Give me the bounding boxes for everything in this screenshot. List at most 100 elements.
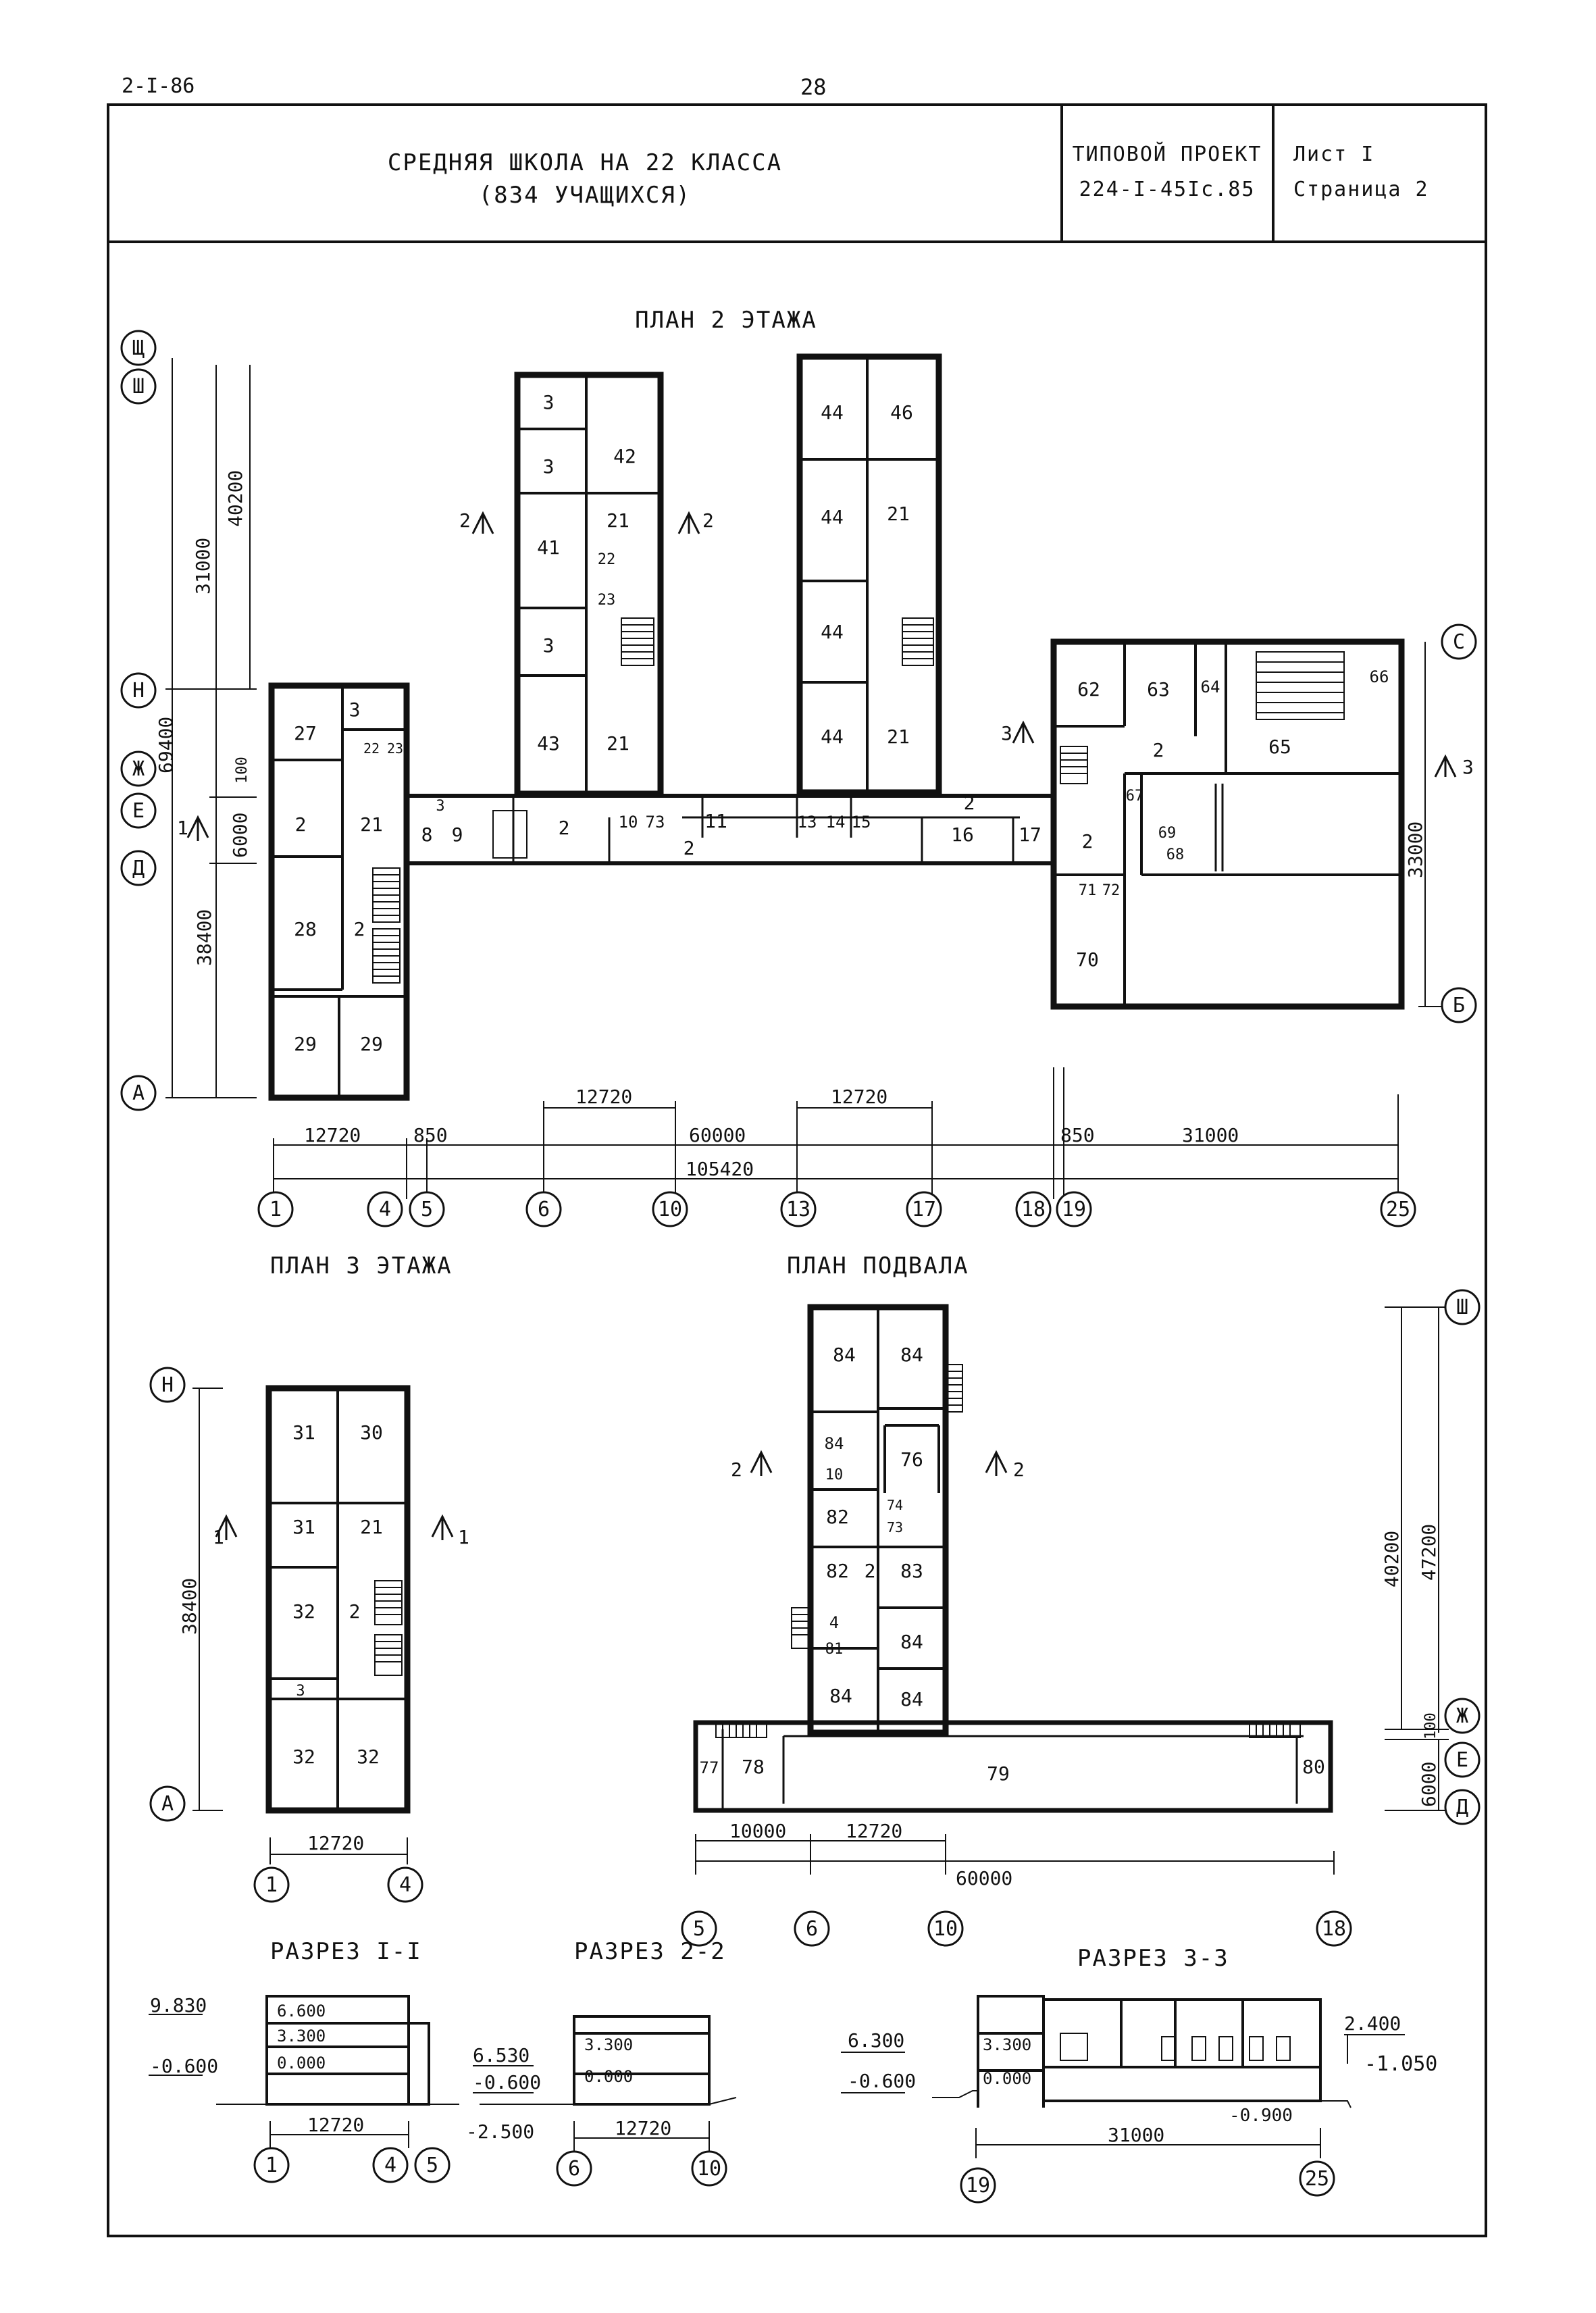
svg-text:Д: Д	[132, 857, 145, 880]
svg-text:12720: 12720	[575, 1086, 632, 1108]
svg-text:82: 82	[826, 1506, 849, 1528]
svg-text:21: 21	[360, 813, 383, 836]
svg-text:2: 2	[702, 509, 714, 532]
svg-text:44: 44	[821, 506, 844, 528]
svg-text:850: 850	[1060, 1124, 1095, 1146]
svg-text:23: 23	[598, 592, 616, 609]
svg-text:44: 44	[821, 401, 844, 424]
svg-text:84: 84	[825, 1434, 844, 1453]
svg-text:3: 3	[543, 391, 555, 413]
svg-text:42: 42	[613, 445, 636, 467]
svg-text:Д: Д	[1456, 1796, 1468, 1819]
svg-text:84: 84	[833, 1344, 856, 1366]
svg-text:-1.050: -1.050	[1364, 2052, 1437, 2076]
floor2-room-labels: 27 3 22 23 2 21 28 2 29 29 3 3 42 41 21 …	[294, 391, 1389, 1055]
svg-text:71: 71	[1079, 882, 1097, 899]
svg-text:18: 18	[1322, 1917, 1346, 1941]
svg-text:1: 1	[265, 2154, 278, 2177]
svg-text:29: 29	[360, 1033, 383, 1055]
svg-text:Е: Е	[1456, 1748, 1468, 1772]
svg-text:6000: 6000	[229, 813, 251, 858]
svg-text:69400: 69400	[155, 717, 177, 773]
basement-room-labels: 84 84 84 10 76 82 74 73 82 2 83 4 81 84 …	[700, 1344, 1325, 1785]
svg-text:16: 16	[951, 823, 974, 846]
svg-text:46: 46	[890, 401, 913, 424]
title-line2: (834 УЧАЩИХСЯ)	[479, 182, 692, 209]
svg-text:8: 8	[421, 823, 433, 846]
svg-text:31000: 31000	[1108, 2124, 1164, 2146]
svg-text:А: А	[132, 1082, 145, 1105]
svg-text:-0.900: -0.900	[1229, 2106, 1293, 2126]
svg-text:84: 84	[900, 1631, 923, 1653]
svg-text:6.600: 6.600	[277, 2002, 326, 2020]
svg-text:4: 4	[399, 1873, 411, 1897]
svg-text:12720: 12720	[307, 1832, 364, 1854]
svg-text:32: 32	[357, 1746, 380, 1768]
svg-text:Н: Н	[161, 1373, 174, 1397]
svg-text:38400: 38400	[178, 1578, 201, 1635]
svg-text:3: 3	[1001, 722, 1012, 744]
svg-text:Ж: Ж	[132, 757, 145, 781]
floor2-title: ПЛАН 2 ЭТАЖА	[635, 307, 817, 334]
svg-text:3: 3	[296, 1683, 305, 1700]
section-2-drawing	[473, 2015, 737, 2152]
svg-text:100: 100	[1422, 1712, 1439, 1739]
svg-text:68: 68	[1166, 846, 1185, 863]
svg-text:1: 1	[213, 1526, 224, 1548]
svg-text:10: 10	[697, 2157, 721, 2181]
basement-dims: 2 2 10000 12720 60000 40200 47200 100 60…	[729, 1458, 1440, 1889]
svg-text:25: 25	[1305, 2167, 1329, 2191]
svg-text:12720: 12720	[304, 1124, 361, 1146]
page-number: 28	[800, 74, 827, 100]
svg-text:9: 9	[452, 823, 463, 846]
svg-text:Щ: Щ	[132, 336, 145, 360]
svg-text:2: 2	[1013, 1458, 1025, 1481]
wing-a-outline	[514, 372, 664, 797]
svg-text:84: 84	[829, 1685, 852, 1707]
section-3-levels: 6.300 3.300 0.000 -0.600 2.400 -1.050 -0…	[848, 2012, 1437, 2146]
svg-text:4: 4	[829, 1613, 839, 1632]
svg-text:Б: Б	[1453, 994, 1465, 1017]
svg-text:2: 2	[1082, 830, 1093, 853]
svg-text:-0.600: -0.600	[848, 2070, 916, 2092]
east-block-outline	[1050, 638, 1405, 1010]
svg-text:78: 78	[742, 1756, 765, 1778]
svg-text:-0.600: -0.600	[473, 2071, 541, 2093]
section-2-title: РАЗРЕЗ 2-2	[574, 1938, 726, 1965]
svg-text:21: 21	[607, 732, 629, 755]
svg-text:2: 2	[295, 813, 307, 836]
svg-text:0.000: 0.000	[983, 2069, 1031, 2088]
svg-text:2: 2	[559, 817, 570, 839]
svg-text:17: 17	[1019, 823, 1041, 846]
section-1-axes: 1 4 5	[265, 2154, 438, 2177]
svg-text:21: 21	[887, 503, 910, 525]
svg-text:3: 3	[1462, 756, 1474, 778]
svg-text:5: 5	[421, 1198, 433, 1221]
svg-text:1: 1	[458, 1526, 469, 1548]
svg-text:81: 81	[825, 1641, 844, 1658]
svg-text:0.000: 0.000	[277, 2054, 326, 2073]
floor3-room-labels: 31 30 31 21 32 2 3 32 32	[292, 1421, 383, 1768]
floor3-title: ПЛАН 3 ЭТАЖА	[270, 1252, 453, 1279]
svg-text:29: 29	[294, 1033, 317, 1055]
doc-code: 2-I-86	[122, 74, 195, 98]
svg-text:2.400: 2.400	[1344, 2012, 1401, 2035]
svg-text:27: 27	[294, 722, 317, 744]
sheet-line2: Страница 2	[1293, 178, 1429, 201]
section-1-drawing	[149, 1995, 459, 2148]
svg-text:12720: 12720	[831, 1086, 887, 1108]
section-1-title: РАЗРЕЗ I-I	[270, 1938, 422, 1965]
svg-text:10000: 10000	[729, 1820, 786, 1842]
svg-text:13: 13	[786, 1198, 810, 1221]
svg-text:2: 2	[349, 1600, 361, 1623]
basement-title: ПЛАН ПОДВАЛА	[787, 1252, 969, 1279]
basement-axis-labels: 5 6 10 18 Ш Ж Е Д	[693, 1296, 1468, 1941]
svg-text:12720: 12720	[615, 2117, 671, 2139]
svg-text:32: 32	[292, 1600, 315, 1623]
svg-text:Ш: Ш	[132, 375, 145, 399]
svg-text:6000: 6000	[1418, 1762, 1440, 1807]
svg-text:3: 3	[436, 798, 444, 815]
svg-text:6: 6	[568, 2157, 580, 2181]
svg-text:10: 10	[933, 1917, 958, 1941]
